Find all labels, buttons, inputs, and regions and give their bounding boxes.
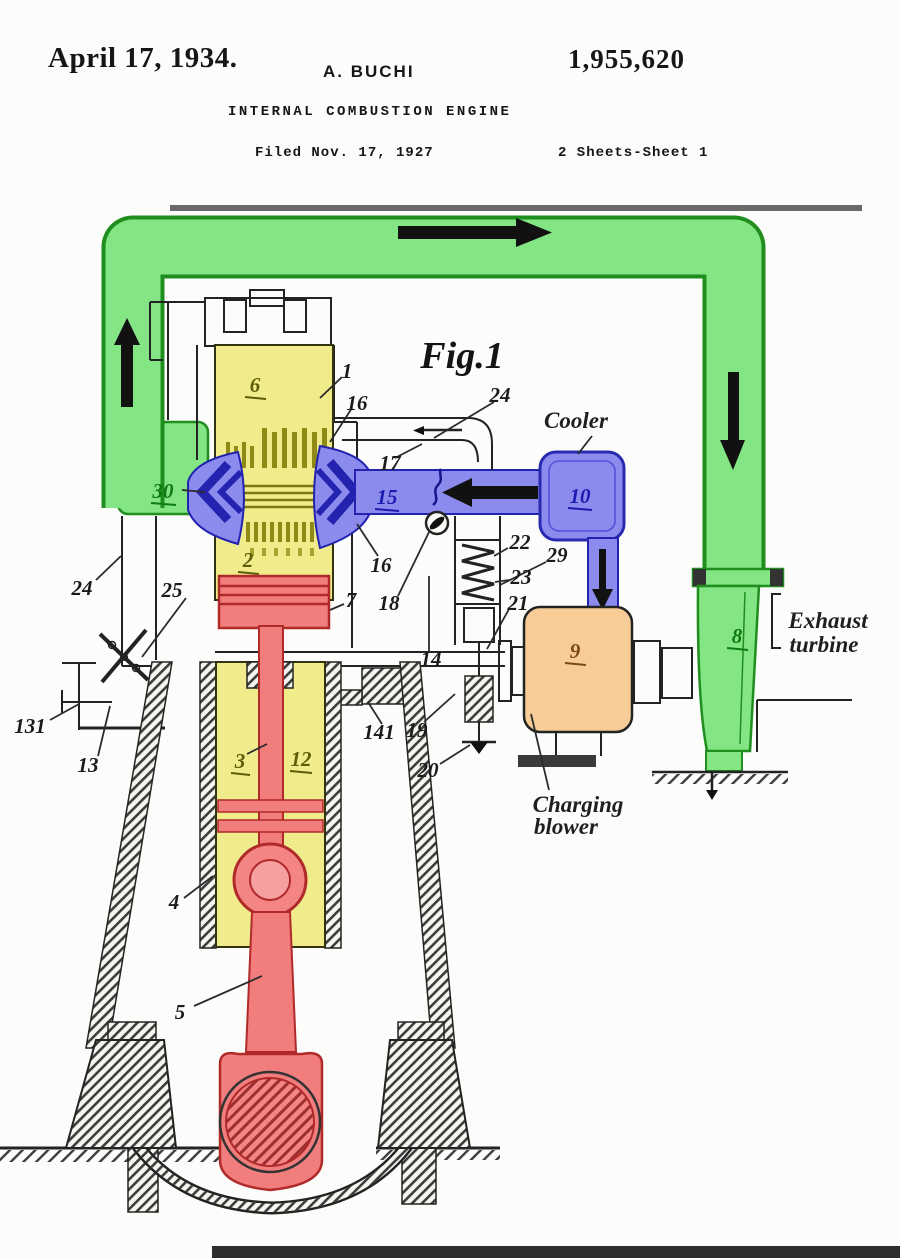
part-label-8: 8 [732, 624, 743, 648]
part-label-2: 2 [242, 548, 254, 572]
part-label-19: 19 [407, 718, 429, 742]
flow-arrow-right-icon [398, 218, 552, 247]
blower-base [518, 755, 596, 767]
blower-casing [522, 605, 634, 734]
injection-valve-icon [98, 628, 150, 684]
crankpin [225, 1077, 315, 1167]
part-label-29: 29 [546, 543, 569, 567]
label-charging-blower-line1: Charging [533, 792, 624, 817]
scan-artifact-bar [212, 1246, 900, 1258]
part-label-5: 5 [175, 1000, 186, 1024]
exhaust-turbine-body [696, 584, 761, 753]
charge-air-system [187, 444, 626, 611]
relief-valve-assembly [454, 516, 501, 754]
part-label-15: 15 [377, 485, 398, 509]
part-label-24b: 24 [489, 383, 511, 407]
part-label-21: 21 [507, 591, 529, 615]
part-label-22: 22 [509, 530, 532, 554]
brace-icon [771, 593, 781, 649]
flow-arrow-down-small-icon [592, 549, 613, 610]
part-label-24a: 24 [71, 576, 93, 600]
shaft-coupling [661, 647, 693, 699]
filed-line: Filed Nov. 17, 1927 [255, 145, 434, 161]
a-frame-right-leg [399, 661, 456, 1049]
label-charging-blower-line2: blower [534, 814, 599, 839]
part-label-141: 141 [363, 720, 395, 744]
leader-lines [49, 376, 781, 1007]
small-arrow-left-icon [413, 426, 424, 435]
exhaust-out-arrow-icon [706, 790, 718, 800]
turbine-inlet-flange [691, 567, 785, 588]
patent-date: April 17, 1934. [48, 42, 238, 74]
flow-arrow-up-icon [114, 318, 140, 407]
label-exhaust-turbine-line1: Exhaust [787, 608, 868, 633]
piston [217, 574, 331, 630]
part-label-13: 13 [78, 753, 99, 777]
inventor-name: A. BUCHI [323, 62, 415, 81]
part-label-4: 4 [168, 890, 180, 914]
patent-number: 1,955,620 [568, 44, 685, 74]
flow-arrow-left-icon [442, 478, 538, 507]
part-label-12: 12 [291, 747, 313, 771]
patent-title: INTERNAL COMBUSTION ENGINE [228, 104, 512, 120]
cooler-box [538, 450, 626, 542]
part-label-16a: 16 [347, 391, 369, 415]
part-label-3: 3 [234, 749, 246, 773]
part-label-131: 131 [14, 714, 46, 738]
turbine-outlet [705, 750, 743, 772]
part-label-9: 9 [570, 639, 581, 663]
engine-frame [0, 661, 500, 1215]
part-label-7: 7 [346, 588, 358, 612]
running-gear [199, 574, 342, 1192]
part-label-18: 18 [379, 591, 401, 615]
exhaust-duct-loop [101, 215, 852, 800]
part-label-1: 1 [342, 359, 353, 383]
part-label-30: 30 [152, 479, 175, 503]
part-label-20: 20 [417, 758, 440, 782]
connecting-rod [244, 911, 298, 1053]
flow-arrow-down-icon [720, 372, 745, 470]
charging-blower [498, 605, 693, 767]
part-label-10: 10 [570, 484, 592, 508]
part-label-17: 17 [380, 451, 403, 475]
valve-spring [461, 543, 495, 602]
left-pedestal [64, 1039, 178, 1149]
sheet-line: 2 Sheets-Sheet 1 [558, 145, 709, 161]
right-pedestal [376, 1039, 472, 1149]
part-number-labels: 1 16 24 17 6 2 15 10 30 22 29 23 21 24 2… [14, 359, 749, 1024]
label-exhaust-turbine-line2: turbine [789, 632, 858, 657]
label-cooler: Cooler [544, 408, 609, 433]
part-label-14: 14 [421, 647, 442, 671]
left-valve-cluster [187, 450, 245, 546]
part-label-25: 25 [161, 578, 183, 602]
control-valve [464, 675, 494, 723]
part-label-6: 6 [250, 373, 261, 397]
a-frame-left-leg [85, 661, 173, 1049]
part-label-16b: 16 [371, 553, 393, 577]
part-label-23: 23 [510, 565, 532, 589]
figure-caption: Fig.1 [419, 335, 503, 377]
